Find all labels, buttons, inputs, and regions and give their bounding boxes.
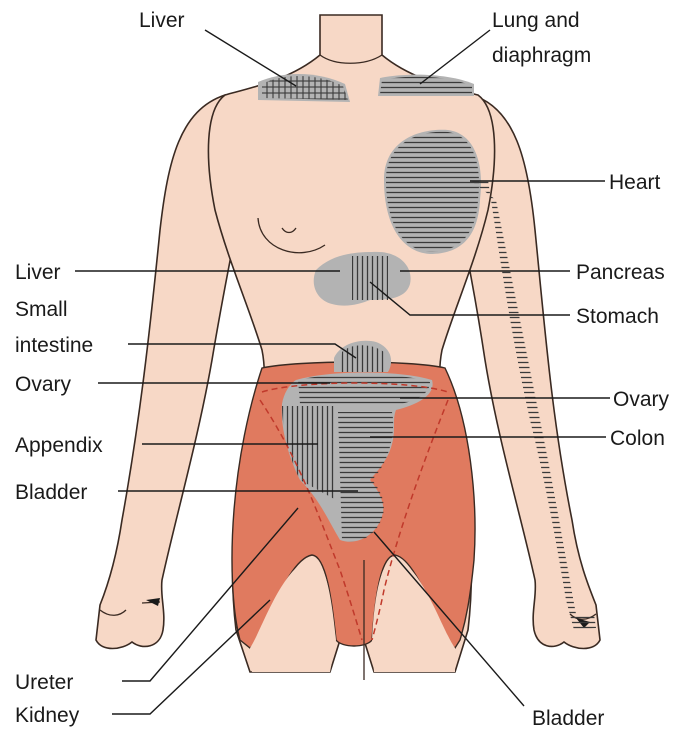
leader-liver-top [205, 30, 296, 86]
label-liver-mid: Liver [15, 261, 61, 284]
label-small-intestine-line1: Small [15, 298, 68, 321]
label-bladder-bottom: Bladder [532, 707, 604, 729]
ovary-hatch [298, 374, 430, 404]
small-intestine-hatch [340, 345, 386, 372]
label-small-intestine-line2: intestine [15, 334, 93, 357]
label-bladder-left: Bladder [15, 481, 87, 504]
heart-area-hatch [386, 132, 479, 252]
label-ovary-left: Ovary [15, 373, 72, 396]
label-appendix: Appendix [15, 434, 103, 457]
label-lung-line2: diaphragm [492, 44, 591, 67]
label-ureter: Ureter [15, 671, 73, 694]
label-lung-line1: Lung and [492, 9, 580, 32]
label-pancreas: Pancreas [576, 261, 665, 284]
label-heart: Heart [609, 171, 661, 194]
leader-lung [420, 30, 490, 84]
label-ovary-right: Ovary [613, 388, 670, 411]
label-liver-top: Liver [139, 9, 185, 32]
label-kidney: Kidney [15, 704, 80, 727]
stomach-hatch [352, 256, 388, 300]
label-colon: Colon [610, 427, 665, 450]
label-stomach: Stomach [576, 305, 659, 328]
